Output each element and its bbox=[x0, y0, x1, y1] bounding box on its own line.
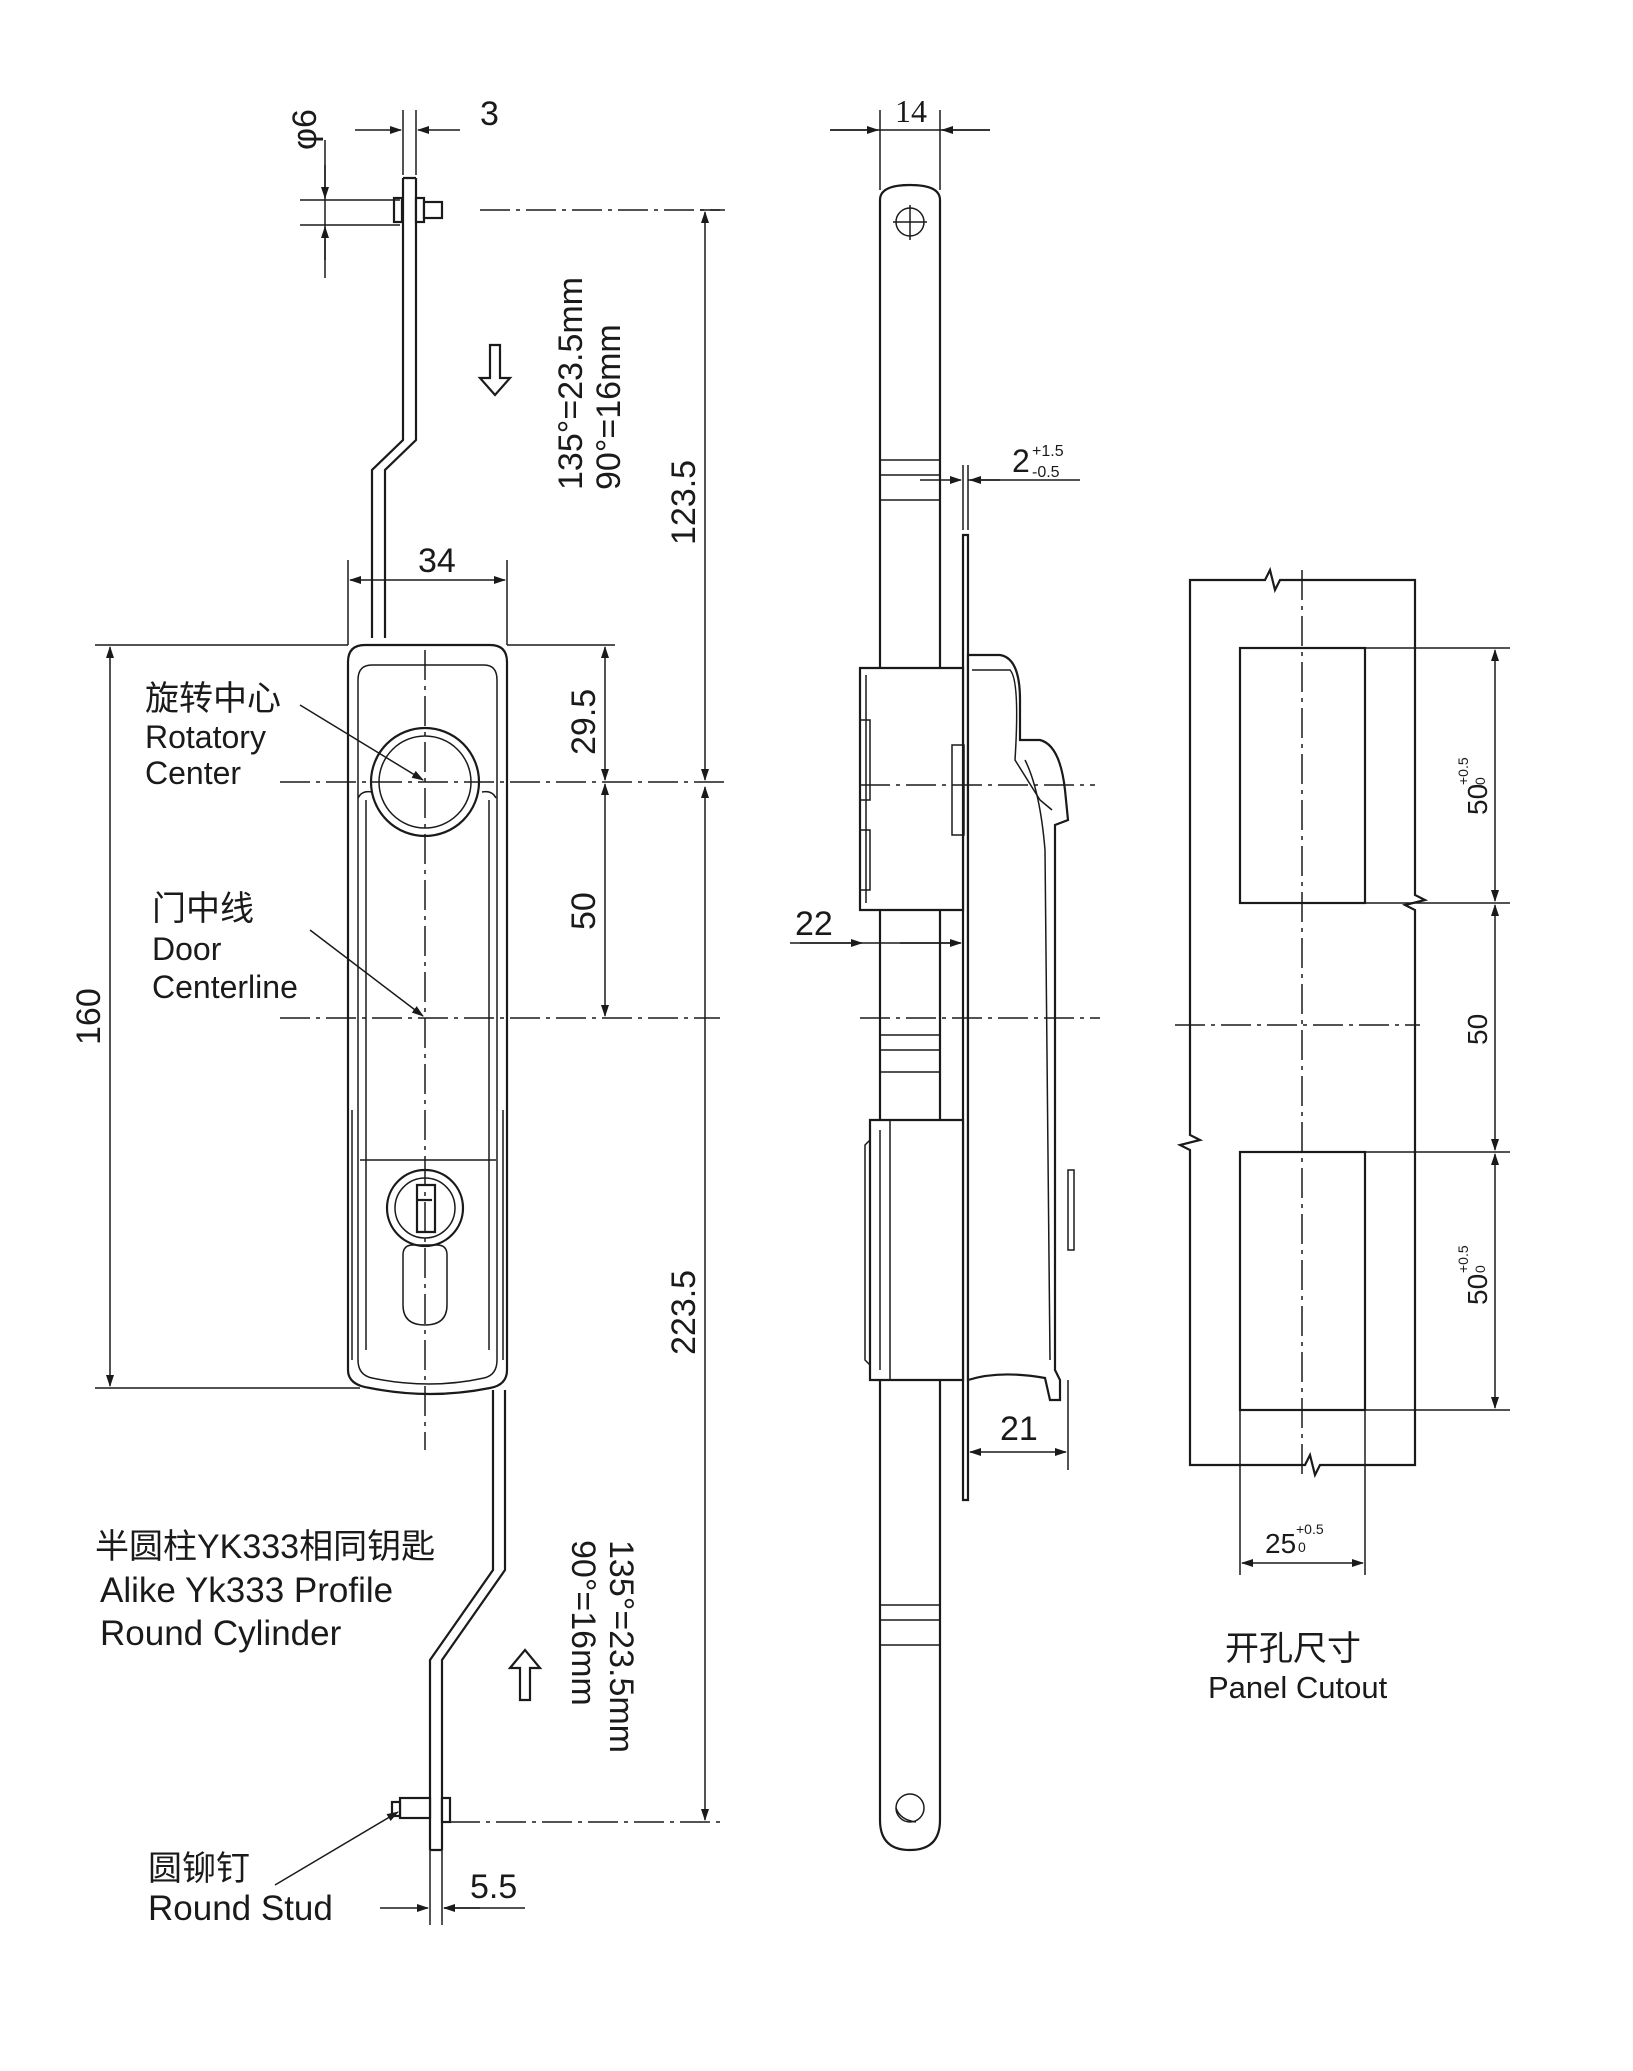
cutout-dim-50-mid: 50 bbox=[1462, 1014, 1493, 1045]
cutout-dim-50-bot: 50 bbox=[1462, 1274, 1493, 1305]
dim-34: 34 bbox=[418, 542, 456, 580]
travel-top-line1: 135°=23.5mm bbox=[552, 277, 590, 490]
dim-123-5: 123.5 bbox=[665, 460, 703, 545]
panel-cutout-view bbox=[1175, 566, 1429, 1480]
front-view bbox=[280, 176, 730, 1852]
dim-22: 22 bbox=[795, 905, 833, 943]
dim-29-5: 29.5 bbox=[565, 689, 603, 755]
cutout-tol-top-zero: 0 bbox=[1472, 777, 1488, 785]
travel-bottom-line2: 135°=23.5mm bbox=[602, 1540, 640, 1753]
round-stud-cn: 圆铆钉 bbox=[148, 1850, 250, 1888]
dim-14: 14 bbox=[895, 93, 927, 129]
dim-160: 160 bbox=[70, 988, 108, 1045]
round-stud-en: Round Stud bbox=[148, 1889, 333, 1928]
cutout-tol-top-plus: +0.5 bbox=[1455, 757, 1471, 785]
dim-5-5: 5.5 bbox=[470, 1868, 517, 1906]
dim-223-5: 223.5 bbox=[665, 1270, 703, 1355]
down-arrow-icon bbox=[477, 343, 513, 397]
dim-phi6: φ6 bbox=[286, 109, 324, 150]
side-bar bbox=[878, 183, 942, 1852]
rotatory-center-en-2: Center bbox=[145, 755, 241, 791]
door-centerline-en-2: Centerline bbox=[152, 969, 298, 1005]
panel-outline bbox=[1176, 566, 1429, 1479]
travel-top-line2: 90°=16mm bbox=[590, 324, 628, 490]
cylinder-en-1: Alike Yk333 Profile bbox=[100, 1571, 393, 1610]
callout-labels: 旋转中心 Rotatory Center 门中线 Door Centerline… bbox=[95, 680, 1388, 1928]
rotatory-center-en-1: Rotatory bbox=[145, 719, 266, 755]
dim-3: 3 bbox=[480, 95, 499, 133]
rotatory-center-cn: 旋转中心 bbox=[145, 680, 281, 718]
leader-lines bbox=[274, 704, 424, 1886]
cylinder-en-2: Round Cylinder bbox=[100, 1614, 342, 1653]
up-arrow-icon bbox=[507, 1648, 543, 1702]
cutout-tol-25-plus: +0.5 bbox=[1296, 1521, 1324, 1537]
bottom-rod bbox=[428, 1390, 507, 1852]
dim-2-tol-lower: -0.5 bbox=[1032, 464, 1060, 481]
door-centerline-cn: 门中线 bbox=[152, 890, 254, 928]
cutout-tol-bot-zero: 0 bbox=[1472, 1265, 1488, 1273]
cutout-dim-50-top: 50 bbox=[1462, 784, 1493, 815]
dim-21: 21 bbox=[1000, 1410, 1038, 1448]
dim-2-tol-upper: +1.5 bbox=[1032, 443, 1064, 460]
panel-cutout-en: Panel Cutout bbox=[1208, 1670, 1388, 1705]
dimension-lines bbox=[95, 110, 1510, 1925]
dimension-text: φ6 3 14 2 +1.5 -0.5 34 123.5 29.5 50 160… bbox=[70, 93, 1493, 1906]
cutout-tol-25-zero: 0 bbox=[1298, 1539, 1306, 1555]
door-centerline-en-1: Door bbox=[152, 931, 222, 967]
travel-bottom-line1: 90°=16mm bbox=[564, 1540, 602, 1706]
cylinder-cn: 半圆柱YK333相同钥匙 bbox=[95, 1528, 435, 1566]
side-view bbox=[858, 183, 1100, 1852]
top-stud bbox=[392, 196, 444, 224]
panel-cutout-cn: 开孔尺寸 bbox=[1225, 1630, 1361, 1668]
top-rod bbox=[370, 176, 418, 638]
dim-2-tol: 2 bbox=[1012, 443, 1030, 479]
cutout-tol-bot-plus: +0.5 bbox=[1455, 1245, 1471, 1273]
cutout-dim-25: 25 bbox=[1265, 1528, 1296, 1559]
bottom-stud bbox=[390, 1796, 452, 1824]
dim-50-handle: 50 bbox=[565, 892, 603, 930]
